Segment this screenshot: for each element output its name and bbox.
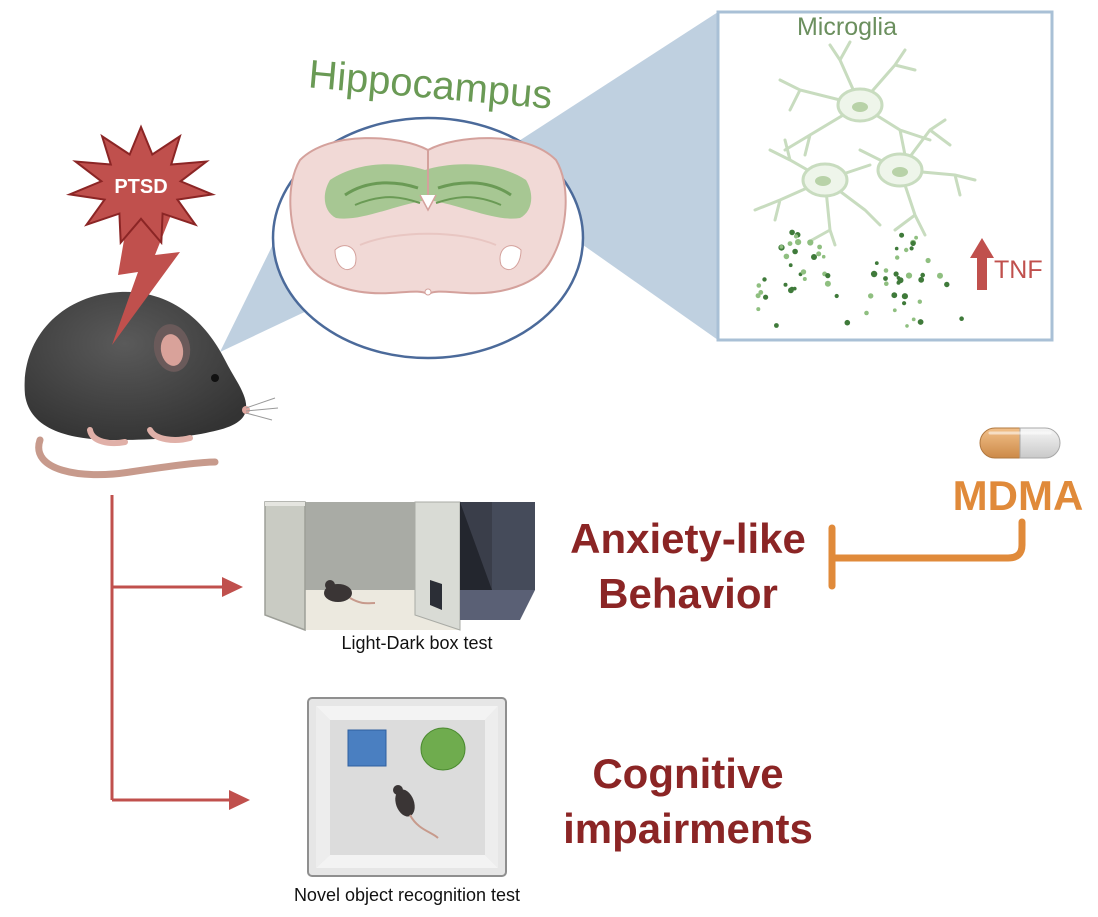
tnf-particle — [788, 287, 794, 294]
ptsd-burst-icon — [65, 124, 217, 246]
tnf-particle — [918, 276, 925, 283]
tnf-label: TNF — [994, 256, 1043, 284]
novel-object-test-label: Novel object recognition test — [294, 885, 520, 905]
tnf-particle — [868, 293, 874, 299]
tnf-particle — [787, 241, 793, 247]
circle-object — [420, 727, 466, 771]
tnf-particle — [793, 234, 799, 239]
tnf-particle — [884, 281, 889, 287]
flow-connectors — [110, 495, 235, 802]
brain-slice-icon — [289, 137, 567, 296]
tnf-particle — [825, 273, 831, 279]
tnf-particle — [763, 294, 769, 300]
mdma-label: MDMA — [953, 472, 1084, 519]
tnf-particle — [811, 254, 817, 260]
tnf-particle — [944, 281, 950, 288]
tnf-particle — [817, 244, 822, 250]
mouse-icon — [24, 291, 279, 479]
tnf-particle — [891, 292, 898, 299]
ptsd-label: PTSD — [114, 176, 167, 198]
tnf-particle — [894, 246, 899, 251]
tnf-particle — [917, 299, 922, 304]
tnf-particle — [917, 319, 924, 325]
tnf-particle — [788, 263, 793, 268]
tnf-particle — [895, 255, 900, 260]
tnf-particle — [783, 282, 788, 287]
tnf-particle — [795, 239, 802, 246]
tnf-particle — [899, 232, 905, 238]
tnf-particle — [959, 316, 964, 322]
tnf-particle — [914, 235, 918, 240]
microglia-label: Microglia — [797, 13, 897, 41]
light-dark-test-label: Light-Dark box test — [341, 633, 492, 653]
tnf-particle — [920, 272, 925, 278]
zoom-projection — [505, 12, 718, 340]
microglia-nuclei — [815, 102, 908, 186]
tnf-particle — [816, 251, 822, 257]
tnf-particle — [910, 240, 916, 246]
arrow-to-light-dark — [222, 577, 243, 597]
tnf-particle — [864, 310, 869, 316]
tnf-particle — [901, 293, 909, 300]
tnf-particle — [844, 319, 851, 326]
tnf-particle — [883, 268, 889, 273]
lightning-icon — [112, 205, 180, 345]
tnf-particle — [774, 323, 779, 328]
tnf-particle — [824, 280, 831, 287]
tnf-particle — [779, 245, 784, 249]
arrow-to-novel-object — [229, 790, 250, 810]
tnf-particle — [892, 308, 897, 313]
hippocampus-label: Hippocampus — [307, 52, 554, 117]
tnf-particle — [792, 248, 798, 255]
tnf-particle — [756, 283, 762, 288]
tnf-particle — [870, 270, 878, 278]
tnf-particle — [905, 272, 913, 279]
tnf-particle — [897, 277, 904, 284]
tnf-particle — [834, 293, 839, 299]
tnf-particle — [874, 261, 879, 265]
cognitive-label-line2: impairments — [563, 805, 813, 852]
tnf-particle — [792, 286, 797, 291]
tnf-particle — [821, 254, 826, 259]
anxiety-label-line1: Anxiety-like — [570, 515, 806, 562]
tnf-particle — [756, 307, 761, 312]
tnf-particle — [755, 293, 761, 299]
tnf-particle — [902, 301, 907, 306]
light-dark-box — [264, 501, 535, 632]
tnf-particle — [800, 269, 807, 275]
zoom-projection-mouse — [220, 226, 330, 352]
tnf-particle — [904, 247, 909, 253]
tnf-particle — [802, 277, 807, 281]
tnf-particle — [911, 317, 916, 322]
tnf-particle — [883, 276, 888, 281]
tnf-particle — [762, 277, 767, 282]
tnf-particle — [925, 257, 931, 264]
anxiety-label-line2: Behavior — [598, 570, 778, 617]
tnf-particle — [937, 272, 943, 279]
tnf-particle — [909, 246, 914, 251]
pill-icon — [979, 427, 1061, 459]
tnf-particle — [789, 229, 795, 236]
tnf-particle — [758, 290, 764, 295]
tnf-particle — [807, 239, 814, 246]
tnf-particle — [893, 271, 899, 277]
inhibition-icon — [828, 518, 1026, 590]
up-arrow-icon — [970, 238, 994, 290]
novel-object-box — [307, 697, 507, 877]
tnf-particle — [783, 253, 790, 260]
cognitive-label-line1: Cognitive — [592, 750, 783, 797]
tnf-particle — [905, 324, 909, 328]
square-object — [347, 729, 387, 767]
tnf-particles — [755, 229, 964, 328]
